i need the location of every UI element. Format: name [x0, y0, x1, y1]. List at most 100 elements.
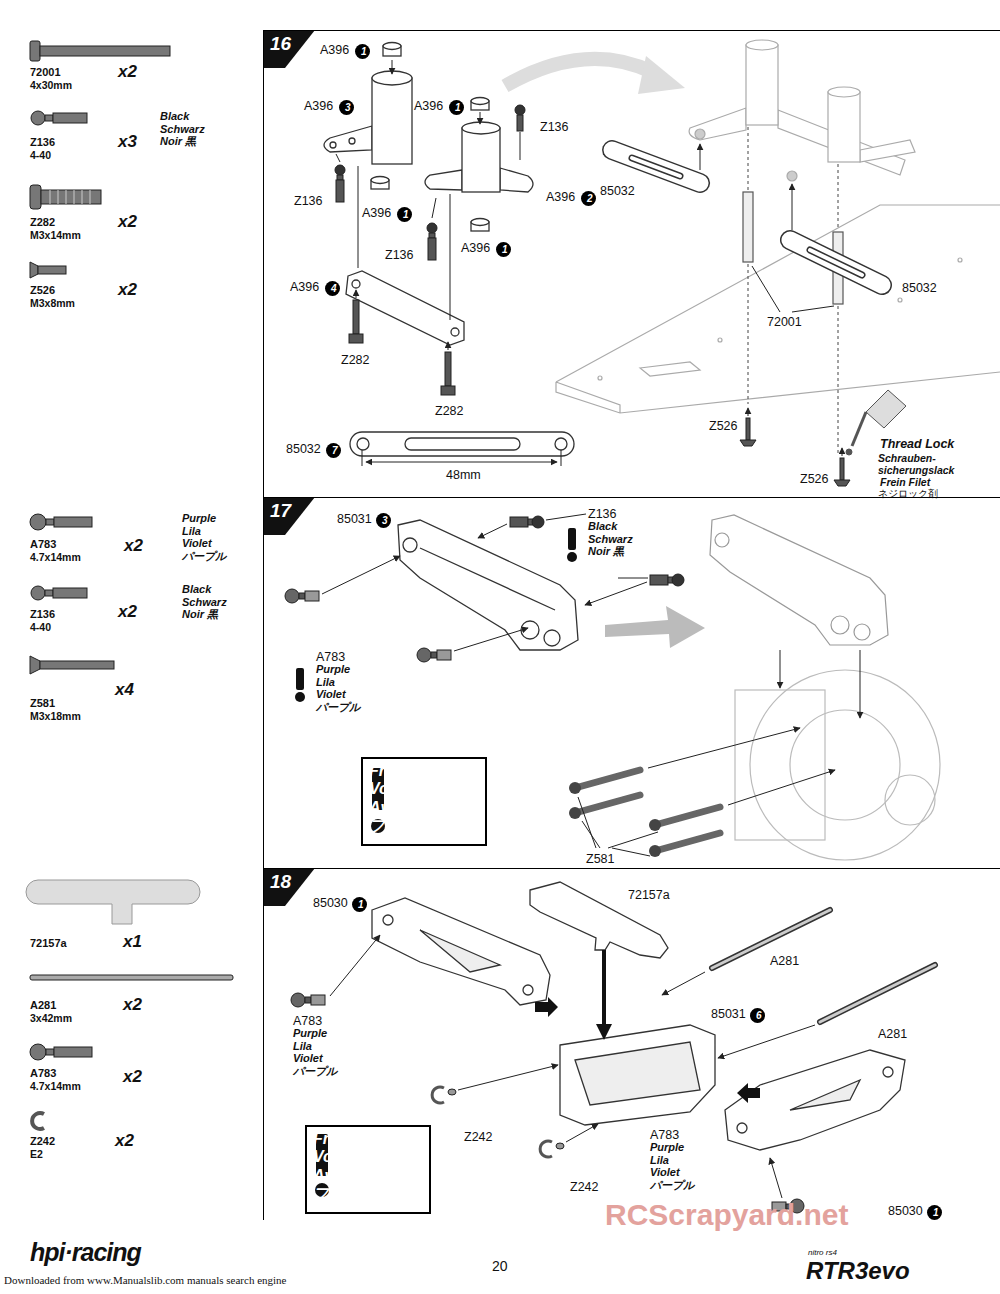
part-number: A281: [30, 999, 56, 1012]
part-icon: [38, 266, 66, 274]
black-arrow: [737, 1083, 760, 1103]
screw-and-stud: [299, 593, 305, 599]
hinge-pin: [712, 910, 830, 968]
guide-line: [748, 127, 838, 456]
callout-number-text: 1: [361, 47, 367, 57]
leader-line: [578, 797, 596, 848]
callout-number-text: 1: [358, 900, 364, 910]
thread-lock-label: Schrauben- sicherungslack: [878, 452, 954, 476]
screw-and-stud: [429, 233, 435, 238]
screw-and-stud: [834, 480, 850, 486]
part-icon: [30, 656, 40, 674]
part-icon: [46, 519, 54, 525]
screw-and-stud: [305, 997, 311, 1003]
callout-label: 85032: [902, 281, 937, 295]
screw-and-stud: [337, 175, 343, 180]
color-note: Black Schwarz Noir 黒: [588, 520, 633, 558]
callout-number: 4: [325, 281, 340, 296]
part-icon: [26, 880, 200, 924]
long-screw: [569, 782, 581, 794]
screw-and-stud: [515, 105, 525, 115]
long-screw: [569, 807, 581, 819]
leader-line: [860, 650, 861, 718]
leader-line: [480, 112, 481, 124]
leader-line: [330, 935, 815, 1198]
part-icon: [54, 1047, 92, 1057]
bulkhead-part: [544, 630, 560, 646]
leader-line: [608, 832, 658, 848]
quantity: x2: [115, 1131, 134, 1151]
thread-lock-bottle: [846, 449, 852, 455]
quantity: x2: [124, 536, 143, 556]
callout-label: A396: [546, 190, 575, 204]
long-screw: [575, 795, 640, 813]
steering-link: [790, 240, 882, 285]
chassis-assembly: [860, 140, 915, 162]
part-number: Z282: [30, 216, 55, 229]
part-icon: [26, 41, 233, 1129]
hinge-pin: [820, 965, 935, 1022]
leader-line: [566, 1124, 598, 1142]
chassis-assembly: [556, 205, 1000, 413]
model-name: nitro rs4: [808, 1248, 837, 1257]
part-icon: [30, 1044, 46, 1060]
suspension-arm: [725, 1050, 905, 1150]
long-screw: [569, 770, 720, 857]
leader-line: [842, 448, 843, 456]
screw-and-stud: [746, 418, 750, 440]
step-number: 16: [270, 34, 291, 55]
part-icon: [53, 113, 87, 123]
part-icon: [30, 41, 40, 61]
warning-mark: [296, 668, 304, 690]
callout-label: 85031: [711, 1007, 746, 1021]
screw-and-stud: [517, 115, 523, 131]
step-tab: [263, 30, 315, 68]
part-number: Z242: [30, 1135, 55, 1148]
screw-and-stud: [285, 516, 684, 662]
callout-label: 85032: [600, 184, 635, 198]
screw-and-stud: [441, 386, 455, 395]
part-number: Z526: [30, 284, 55, 297]
leader-line: [366, 462, 557, 463]
callout-number: 3: [376, 513, 391, 528]
bulkhead-assembly: [885, 775, 935, 825]
guide-line: [748, 127, 838, 456]
callout-label: A396: [362, 206, 391, 220]
thread-marks: [50, 190, 90, 204]
part-icon: [40, 46, 170, 56]
callout-label: 85031: [337, 512, 372, 526]
thread-marks: [50, 190, 90, 204]
steering-parts: [330, 142, 336, 148]
leader-line: [546, 514, 586, 520]
screw-and-stud: [353, 300, 359, 334]
color-note: Purple Lila Violet パープル: [293, 1027, 337, 1078]
steering-link: [632, 158, 680, 176]
black-arrow: [602, 950, 606, 1026]
callout-number: 1: [927, 1205, 942, 1220]
front-note-box: Front Vorne Avant フロント: [361, 757, 487, 846]
long-screw: [649, 819, 661, 831]
callout-label: 85030: [888, 1204, 923, 1218]
warning-mark: [568, 528, 576, 550]
callout-label: Z282: [341, 353, 370, 367]
suspension-arm: [790, 1080, 860, 1110]
thread-lock-label: Frein Filet: [880, 476, 930, 488]
callout-label: A396: [320, 43, 349, 57]
screw-and-stud: [417, 648, 431, 662]
suspension-arm: [372, 898, 550, 1005]
bulkhead-part: [398, 520, 578, 650]
leader-line: [718, 1025, 815, 1058]
callout-label: Z136: [385, 248, 414, 262]
leader-line: [748, 408, 749, 416]
chassis-assembly: [787, 171, 797, 181]
bulkhead-assembly: [710, 515, 888, 645]
chassis-assembly: [958, 258, 962, 262]
leader-line: [752, 266, 780, 312]
callout-label: A783: [293, 1014, 322, 1028]
hinge-pin: [712, 910, 830, 968]
leader-line: [336, 60, 842, 466]
screw-and-stud: [285, 589, 299, 603]
watermark: RCScrapyard.net: [605, 1198, 848, 1233]
steering-link: [612, 150, 882, 285]
